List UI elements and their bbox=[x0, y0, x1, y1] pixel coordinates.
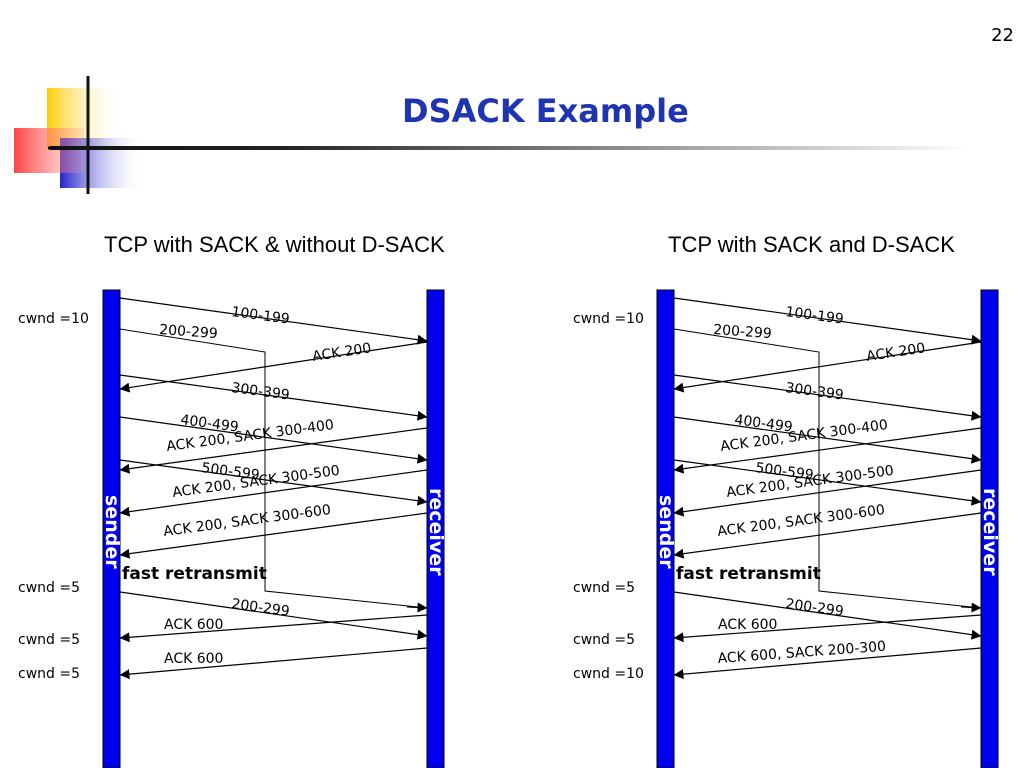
message-arrow bbox=[119, 459, 428, 506]
message-label: 400-499 bbox=[733, 412, 793, 436]
message-label: 300-399 bbox=[784, 380, 844, 403]
sender-lifeline bbox=[102, 289, 121, 768]
message-label: ACK 600 bbox=[718, 617, 777, 633]
message-arrow bbox=[673, 374, 982, 421]
message-arrow bbox=[673, 512, 982, 559]
cwnd-label: cwnd =10 bbox=[573, 311, 644, 327]
message-arrow bbox=[673, 459, 982, 506]
receiver-label: receiver bbox=[979, 488, 1001, 576]
message-arrow bbox=[119, 374, 428, 421]
lost-segment-path bbox=[673, 328, 982, 609]
message-arrow bbox=[673, 427, 982, 474]
sender-lifeline bbox=[656, 289, 675, 768]
message-arrow bbox=[119, 647, 428, 680]
lost-segment-arrow bbox=[960, 602, 982, 613]
sender-label: sender bbox=[101, 495, 123, 569]
message-label: ACK 600 bbox=[164, 617, 223, 633]
slide-title: DSACK Example bbox=[402, 92, 689, 130]
message-arrow bbox=[673, 614, 982, 643]
message-label: ACK 200 bbox=[865, 340, 926, 365]
cwnd-label: cwnd =5 bbox=[18, 666, 80, 682]
message-label: ACK 200, SACK 300-600 bbox=[716, 502, 885, 540]
cwnd-label: cwnd =10 bbox=[573, 666, 644, 682]
cwnd-label: cwnd =5 bbox=[573, 632, 635, 648]
message-label: 300-399 bbox=[230, 380, 290, 403]
message-arrow bbox=[119, 591, 428, 640]
message-arrow bbox=[673, 416, 982, 464]
message-arrow bbox=[119, 427, 428, 474]
page-number: 22 bbox=[991, 25, 1014, 46]
cwnd-label: cwnd =5 bbox=[573, 580, 635, 596]
logo-red-square bbox=[14, 128, 84, 173]
message-arrow bbox=[119, 341, 428, 393]
message-arrow bbox=[119, 614, 428, 643]
right-panel-title: TCP with SACK and D-SACK bbox=[668, 232, 955, 257]
message-arrow bbox=[673, 297, 982, 345]
cwnd-label: cwnd =5 bbox=[18, 580, 80, 596]
message-label: ACK 200, SACK 300-600 bbox=[162, 502, 331, 540]
message-arrow bbox=[119, 297, 428, 345]
message-label: ACK 600, SACK 200-300 bbox=[717, 639, 886, 667]
message-label: 100-199 bbox=[230, 304, 290, 328]
message-label: 500-599 bbox=[754, 460, 814, 483]
message-arrow bbox=[673, 647, 982, 680]
lost-segment-path bbox=[119, 328, 428, 609]
receiver-label: receiver bbox=[425, 488, 447, 576]
receiver-lifeline bbox=[980, 289, 999, 768]
message-label: ACK 200 bbox=[311, 340, 372, 365]
message-label: 200-299 bbox=[159, 322, 218, 342]
sender-label: sender bbox=[655, 495, 677, 569]
message-label: 100-199 bbox=[784, 304, 844, 328]
message-arrow bbox=[673, 469, 982, 517]
lost-segment-arrow bbox=[406, 602, 428, 613]
message-arrow bbox=[119, 512, 428, 559]
message-label: 500-599 bbox=[200, 460, 260, 483]
message-arrow bbox=[673, 591, 982, 640]
message-arrow bbox=[119, 469, 428, 517]
message-arrow bbox=[673, 341, 982, 393]
message-arrow bbox=[119, 416, 428, 464]
message-label: 200-299 bbox=[713, 322, 772, 342]
message-label: 200-299 bbox=[784, 596, 844, 620]
message-label: 200-299 bbox=[230, 596, 290, 620]
cwnd-label: cwnd =10 bbox=[18, 311, 89, 327]
fast-retransmit-label: fast retransmit bbox=[122, 564, 267, 584]
message-label: 400-499 bbox=[179, 412, 239, 436]
message-label: ACK 600 bbox=[164, 651, 223, 667]
fast-retransmit-label: fast retransmit bbox=[676, 564, 821, 584]
left-panel-title: TCP with SACK & without D-SACK bbox=[104, 232, 445, 257]
receiver-lifeline bbox=[426, 289, 445, 768]
title-divider bbox=[50, 146, 970, 150]
cwnd-label: cwnd =5 bbox=[18, 632, 80, 648]
